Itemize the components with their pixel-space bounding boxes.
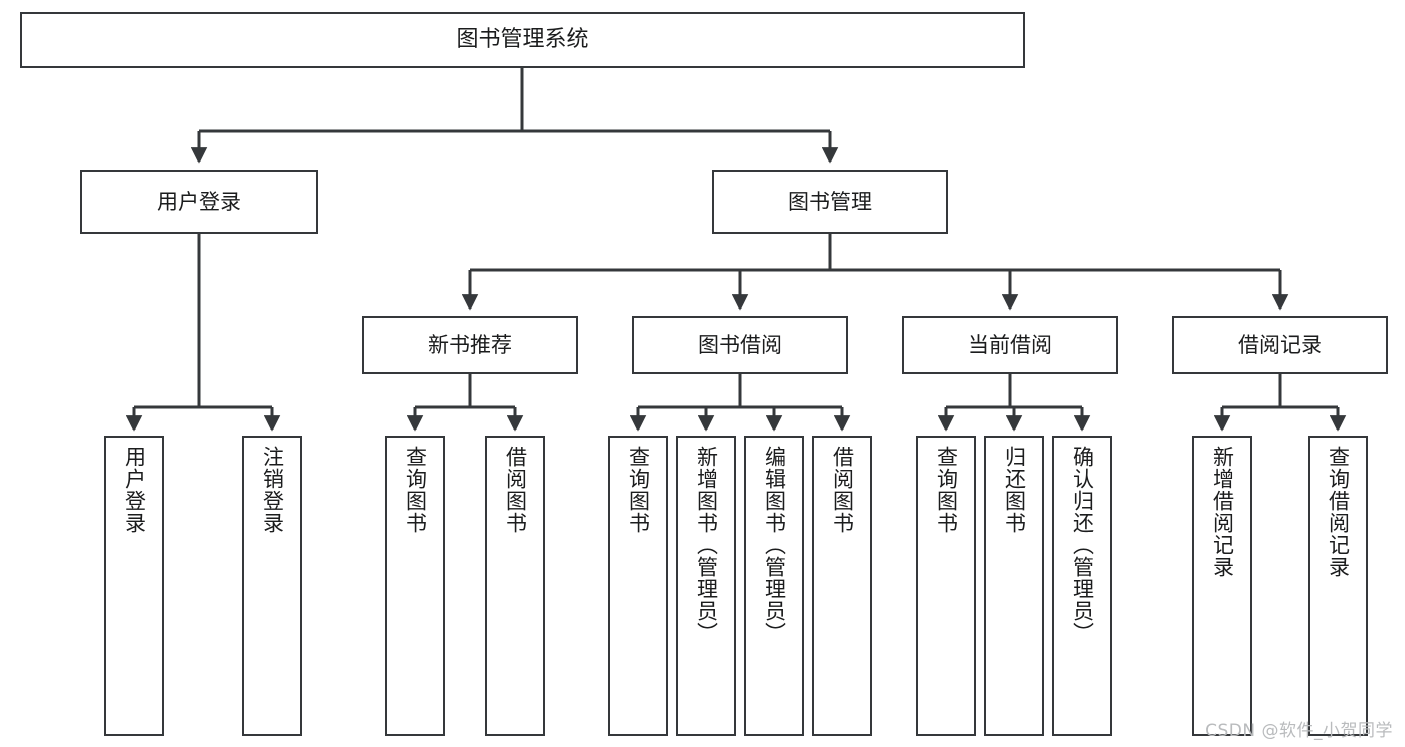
leaf-logout[interactable]: 注销登录 [242, 436, 302, 736]
leaf-query-book-3[interactable]: 查询图书 [916, 436, 976, 736]
leaf-confirm-return-label: 确认归还（管理员） [1070, 446, 1095, 644]
node-root-label: 图书管理系统 [456, 27, 589, 53]
node-book-manage[interactable]: 图书管理 [712, 170, 948, 234]
leaf-add-record-label: 新增借阅记录 [1210, 446, 1235, 578]
leaf-add-book[interactable]: 新增图书（管理员） [676, 436, 736, 736]
node-book-borrow[interactable]: 图书借阅 [632, 316, 848, 374]
leaf-query-record-label: 查询借阅记录 [1326, 446, 1351, 578]
leaf-borrow-book-1[interactable]: 借阅图书 [485, 436, 545, 736]
node-user-login-label: 用户登录 [157, 189, 241, 214]
leaf-return-book[interactable]: 归还图书 [984, 436, 1044, 736]
leaf-edit-book[interactable]: 编辑图书（管理员） [744, 436, 804, 736]
leaf-user-login-label: 用户登录 [122, 446, 147, 534]
node-book-manage-label: 图书管理 [788, 189, 872, 214]
leaf-borrow-book-1-label: 借阅图书 [503, 446, 528, 534]
leaf-confirm-return[interactable]: 确认归还（管理员） [1052, 436, 1112, 736]
node-new-book-rec[interactable]: 新书推荐 [362, 316, 578, 374]
leaf-query-record[interactable]: 查询借阅记录 [1308, 436, 1368, 736]
node-book-borrow-label: 图书借阅 [698, 332, 782, 357]
leaf-logout-label: 注销登录 [260, 446, 285, 534]
leaf-query-book-2[interactable]: 查询图书 [608, 436, 668, 736]
node-current-borrow[interactable]: 当前借阅 [902, 316, 1118, 374]
node-current-borrow-label: 当前借阅 [968, 332, 1052, 357]
node-borrow-record[interactable]: 借阅记录 [1172, 316, 1388, 374]
node-user-login[interactable]: 用户登录 [80, 170, 318, 234]
watermark: CSDN @软件_小贺同学 [1205, 721, 1393, 741]
leaf-borrow-book-2-label: 借阅图书 [830, 446, 855, 534]
leaf-add-book-label: 新增图书（管理员） [694, 446, 719, 644]
leaf-query-book-2-label: 查询图书 [626, 446, 651, 534]
leaf-add-record[interactable]: 新增借阅记录 [1192, 436, 1252, 736]
node-new-book-rec-label: 新书推荐 [428, 332, 512, 357]
node-root[interactable]: 图书管理系统 [20, 12, 1025, 68]
node-borrow-record-label: 借阅记录 [1238, 332, 1322, 357]
leaf-query-book-3-label: 查询图书 [934, 446, 959, 534]
leaf-edit-book-label: 编辑图书（管理员） [762, 446, 787, 644]
leaf-query-book-1-label: 查询图书 [403, 446, 428, 534]
leaf-borrow-book-2[interactable]: 借阅图书 [812, 436, 872, 736]
leaf-return-book-label: 归还图书 [1002, 446, 1027, 534]
leaf-query-book-1[interactable]: 查询图书 [385, 436, 445, 736]
leaf-user-login[interactable]: 用户登录 [104, 436, 164, 736]
